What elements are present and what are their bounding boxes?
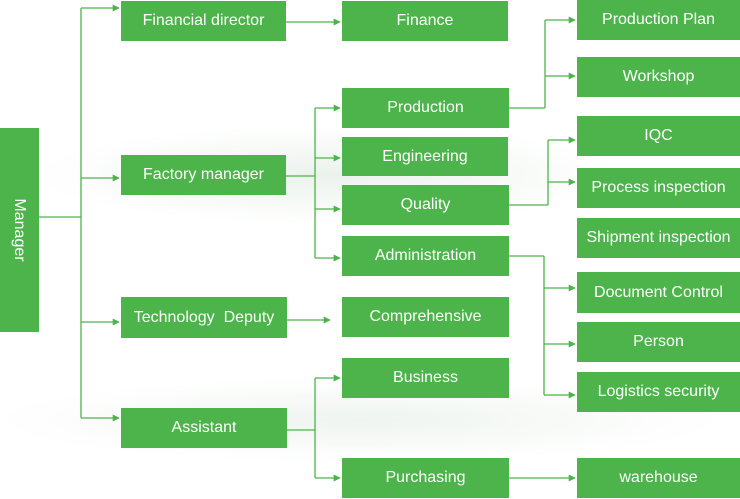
node-factory-manager: Factory manager xyxy=(121,155,286,195)
node-logistics-security: Logistics security xyxy=(577,372,740,412)
node-financial-director: Financial director xyxy=(121,1,286,41)
node-assistant: Assistant xyxy=(121,408,287,448)
node-workshop: Workshop xyxy=(577,57,740,97)
node-shipment-inspection: Shipment inspection xyxy=(577,218,740,258)
node-manager xyxy=(0,128,39,332)
node-production-plan: Production Plan xyxy=(577,0,740,40)
node-person: Person xyxy=(577,322,740,362)
node-finance: Finance xyxy=(342,1,508,41)
node-quality: Quality xyxy=(342,185,509,225)
node-engineering: Engineering xyxy=(342,137,508,176)
node-administration: Administration xyxy=(342,236,509,276)
node-business: Business xyxy=(342,358,509,398)
node-technology-deputy: Technology Deputy xyxy=(121,297,287,338)
node-document-control: Document Control xyxy=(577,272,740,313)
node-comprehensive: Comprehensive xyxy=(342,297,509,337)
node-process-inspection: Process inspection xyxy=(577,168,740,208)
node-manager-label: Manager xyxy=(11,198,28,262)
node-warehouse: warehouse xyxy=(577,458,740,498)
node-iqc: IQC xyxy=(577,116,740,156)
node-production: Production xyxy=(342,88,509,128)
node-purchasing: Purchasing xyxy=(342,458,509,498)
